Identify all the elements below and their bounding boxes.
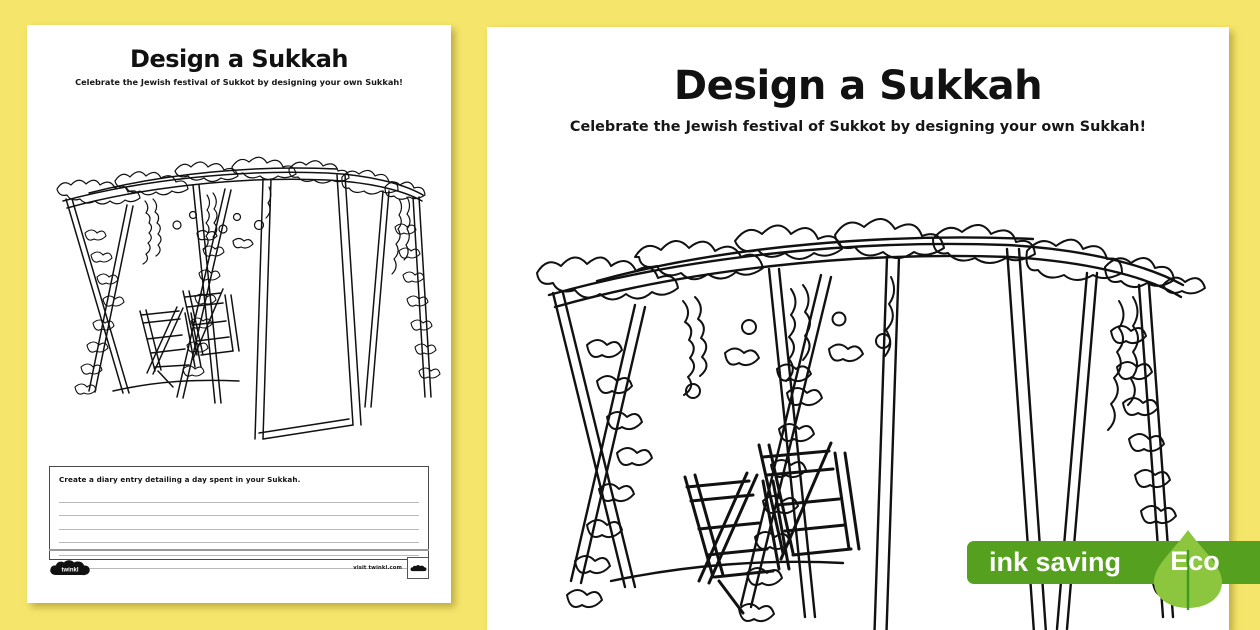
- preview-page-title: Design a Sukkah: [673, 63, 1043, 109]
- writing-line[interactable]: [59, 490, 419, 504]
- twinkl-logo[interactable]: twinkl: [49, 559, 91, 577]
- sukkah-illustration-large: [487, 177, 1229, 630]
- activity-prompt: Create a diary entry detailing a day spe…: [59, 475, 301, 484]
- writing-lines[interactable]: [59, 490, 419, 570]
- ink-saving-eco-badge: ink saving Eco: [967, 530, 1260, 610]
- preview-page-subtitle: Celebrate the Jewish festival of Sukkot …: [569, 119, 1147, 135]
- visit-link-text[interactable]: visit twinkl.com: [353, 565, 402, 571]
- sukkah-illustration: [27, 129, 451, 459]
- ink-saving-label: ink saving: [989, 547, 1122, 577]
- writing-line[interactable]: [59, 556, 419, 570]
- writing-line[interactable]: [59, 530, 419, 543]
- worksheet-page-preview[interactable]: Design a Sukkah Celebrate the Jewish fes…: [487, 27, 1229, 630]
- writing-line[interactable]: [59, 543, 419, 556]
- page-title: Design a Sukkah: [130, 45, 348, 73]
- page-subtitle: Celebrate the Jewish festival of Sukkot …: [75, 77, 403, 88]
- diary-writing-box[interactable]: Create a diary entry detailing a day spe…: [49, 466, 429, 570]
- worksheet-page-thumbnail[interactable]: Design a Sukkah Celebrate the Jewish fes…: [27, 25, 451, 603]
- twinkl-cloud-icon: twinkl: [49, 559, 91, 577]
- eco-label: Eco: [1170, 546, 1220, 576]
- writing-line[interactable]: [59, 516, 419, 530]
- leaf-icon: [1152, 528, 1224, 610]
- twinkl-mini-logo: [407, 557, 429, 579]
- svg-text:twinkl: twinkl: [61, 567, 78, 573]
- writing-line[interactable]: [59, 503, 419, 517]
- page-footer: twinkl visit twinkl.com: [49, 549, 429, 585]
- footer-visit-group[interactable]: visit twinkl.com: [353, 557, 429, 579]
